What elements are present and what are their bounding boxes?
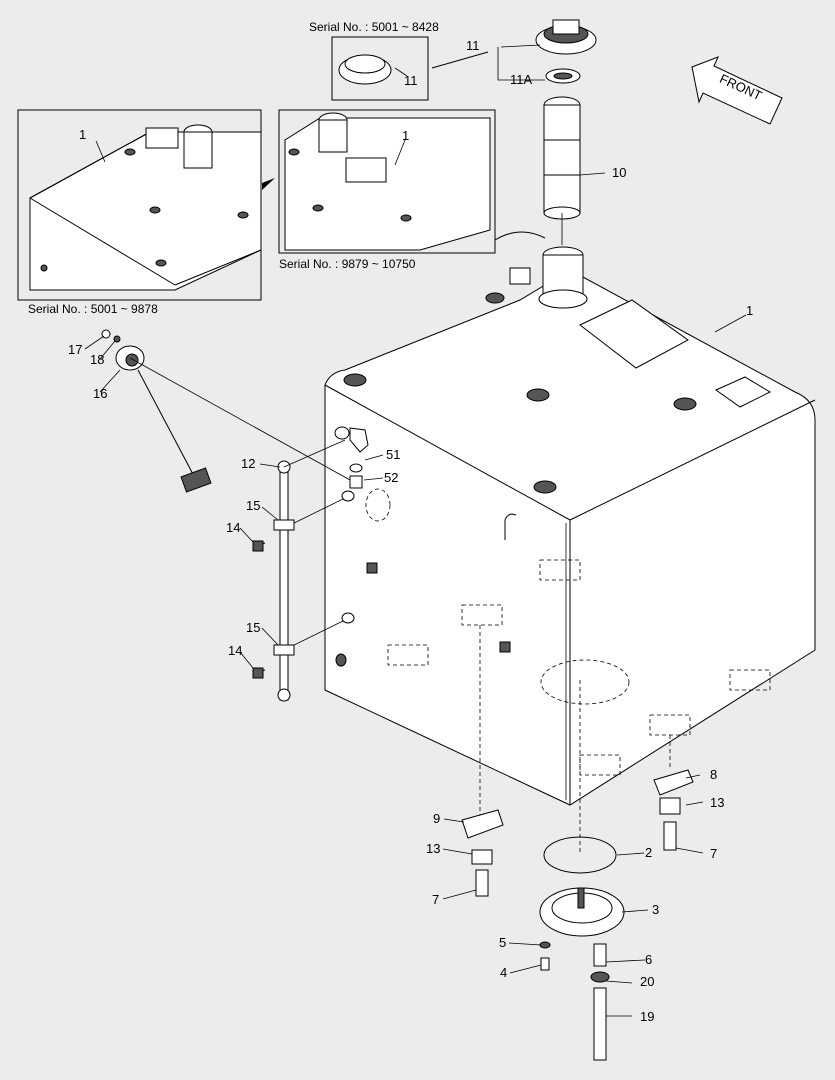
callout-9: 9	[433, 811, 440, 826]
callout-3: 3	[652, 902, 659, 917]
inset-left-tank	[17, 109, 275, 301]
bottom-parts	[461, 769, 694, 1061]
inset-top-cap	[331, 36, 489, 101]
callout-15-upper: 15	[246, 498, 260, 513]
callout-1-mid: 1	[402, 128, 409, 143]
filler-cap	[535, 19, 597, 84]
callout-12: 12	[241, 456, 255, 471]
callout-13-right: 13	[710, 795, 724, 810]
callout-2: 2	[645, 845, 652, 860]
callout-11-top: 11	[466, 38, 480, 53]
callout-5: 5	[499, 935, 506, 950]
hydraulic-tank	[324, 246, 816, 855]
callout-4: 4	[500, 965, 507, 980]
callout-17: 17	[68, 342, 82, 357]
callout-8: 8	[710, 767, 717, 782]
callout-52: 52	[384, 470, 398, 485]
callout-16: 16	[93, 386, 107, 401]
serial-top: Serial No. : 5001 ~ 8428	[309, 20, 439, 34]
strainer	[543, 96, 581, 245]
callout-13-left: 13	[426, 841, 440, 856]
callout-1-left: 1	[79, 127, 86, 142]
serial-left: Serial No. : 5001 ~ 9878	[28, 302, 158, 316]
float-switch	[101, 329, 351, 493]
callout-11A: 11A	[510, 72, 532, 87]
front-arrow: FRONT	[691, 56, 783, 125]
serial-mid: Serial No. : 9879 ~ 10750	[279, 257, 416, 271]
leader-lines	[84, 44, 747, 1017]
callout-6: 6	[645, 952, 652, 967]
callout-14-lower: 14	[228, 643, 242, 658]
callout-20: 20	[640, 974, 654, 989]
callout-1-main: 1	[746, 303, 753, 318]
callout-15-lower: 15	[246, 620, 260, 635]
callout-19: 19	[640, 1009, 654, 1024]
callout-7-left: 7	[432, 892, 439, 907]
inset-mid-tank	[278, 109, 546, 254]
callout-11-inset: 11	[404, 73, 418, 88]
callout-14-upper: 14	[226, 520, 240, 535]
callout-18: 18	[90, 352, 104, 367]
level-gauge	[252, 426, 369, 702]
callout-10: 10	[612, 165, 626, 180]
callout-7-right: 7	[710, 846, 717, 861]
callout-51: 51	[386, 447, 400, 462]
